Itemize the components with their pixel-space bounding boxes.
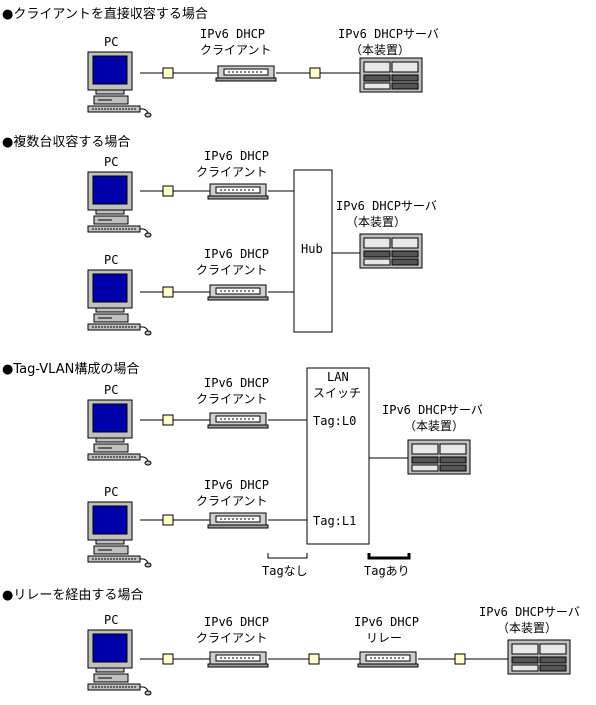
pc-label: PC — [104, 35, 118, 49]
heading-direct: ●クライアントを直接収容する場合 — [2, 6, 208, 22]
server-label-line2: （本装置） — [497, 621, 557, 635]
dhcp-server-icon — [507, 639, 571, 675]
connector — [162, 514, 174, 526]
dhcp-client-device-icon — [207, 284, 269, 301]
pc-label: PC — [104, 613, 118, 627]
pc-icon — [87, 51, 152, 118]
server-label-line2: （本装置） — [350, 43, 410, 57]
client-label-line2: クライアント — [196, 494, 268, 508]
untagged-line-sample — [267, 553, 308, 559]
tagged-line-sample — [367, 553, 411, 560]
pc-icon — [87, 171, 152, 238]
server-label-line1: IPv6 DHCPサーバ — [382, 403, 483, 417]
pc-icon — [87, 629, 152, 696]
client-label-line2: クライアント — [196, 631, 268, 645]
connector — [454, 653, 466, 665]
lan-switch-label-line1: LAN — [327, 370, 349, 384]
connector — [162, 414, 174, 426]
connector — [162, 67, 174, 79]
server-label-line1: IPv6 DHCPサーバ — [336, 199, 437, 213]
hub-label: Hub — [301, 242, 323, 256]
dhcp-client-device-icon — [207, 183, 269, 200]
client-label-line2: クライアント — [200, 43, 272, 57]
relay-label-line1: IPv6 DHCP — [354, 615, 419, 629]
server-label-line2: （本装置） — [346, 215, 406, 229]
client-label-line1: IPv6 DHCP — [204, 478, 269, 492]
client-label-line1: IPv6 DHCP — [204, 615, 269, 629]
dhcp-client-device-icon — [215, 65, 277, 82]
pc-label: PC — [104, 383, 118, 397]
connector — [162, 653, 174, 665]
dhcp-client-device-icon — [207, 512, 269, 529]
client-label-line2: クライアント — [196, 263, 268, 277]
server-label-line1: IPv6 DHCPサーバ — [338, 27, 439, 41]
dhcp-server-icon — [359, 57, 423, 93]
pc-icon — [87, 399, 152, 466]
connector — [308, 653, 320, 665]
client-label-line2: クライアント — [196, 392, 268, 406]
untagged-label: Tagなし — [262, 564, 308, 578]
hub-box — [293, 169, 333, 333]
client-label-line1: IPv6 DHCP — [204, 149, 269, 163]
pc-label: PC — [104, 155, 118, 169]
dhcp-server-icon — [407, 439, 471, 475]
dhcp-relay-device-icon — [357, 651, 419, 668]
dhcp-client-device-icon — [207, 651, 269, 668]
dhcp-server-icon — [359, 233, 423, 269]
heading-relay: ●リレーを経由する場合 — [2, 588, 143, 603]
lan-switch-box — [306, 367, 370, 545]
pc-icon — [87, 501, 152, 568]
connector — [162, 286, 174, 298]
heading-tagvlan: ●Tag-VLAN構成の場合 — [2, 362, 139, 377]
client-label-line1: IPv6 DHCP — [204, 376, 269, 390]
relay-label-line2: リレー — [366, 631, 402, 645]
pc-icon — [87, 269, 152, 336]
connector — [309, 67, 321, 79]
server-label-line1: IPv6 DHCPサーバ — [479, 605, 580, 619]
client-label-line1: IPv6 DHCP — [204, 247, 269, 261]
pc-label: PC — [104, 253, 118, 267]
dhcp-client-device-icon — [207, 412, 269, 429]
lan-switch-label-line2: スイッチ — [313, 386, 361, 400]
client-label-line2: クライアント — [196, 165, 268, 179]
connector — [162, 185, 174, 197]
tag-l1-label: Tag:L1 — [313, 514, 356, 528]
tagged-label: Tagあり — [364, 564, 410, 578]
tag-l0-label: Tag:L0 — [313, 414, 356, 428]
heading-multiple: ●複数台収容する場合 — [2, 134, 130, 150]
server-label-line2: （本装置） — [404, 419, 464, 433]
pc-label: PC — [104, 485, 118, 499]
client-label-line1: IPv6 DHCP — [200, 27, 265, 41]
